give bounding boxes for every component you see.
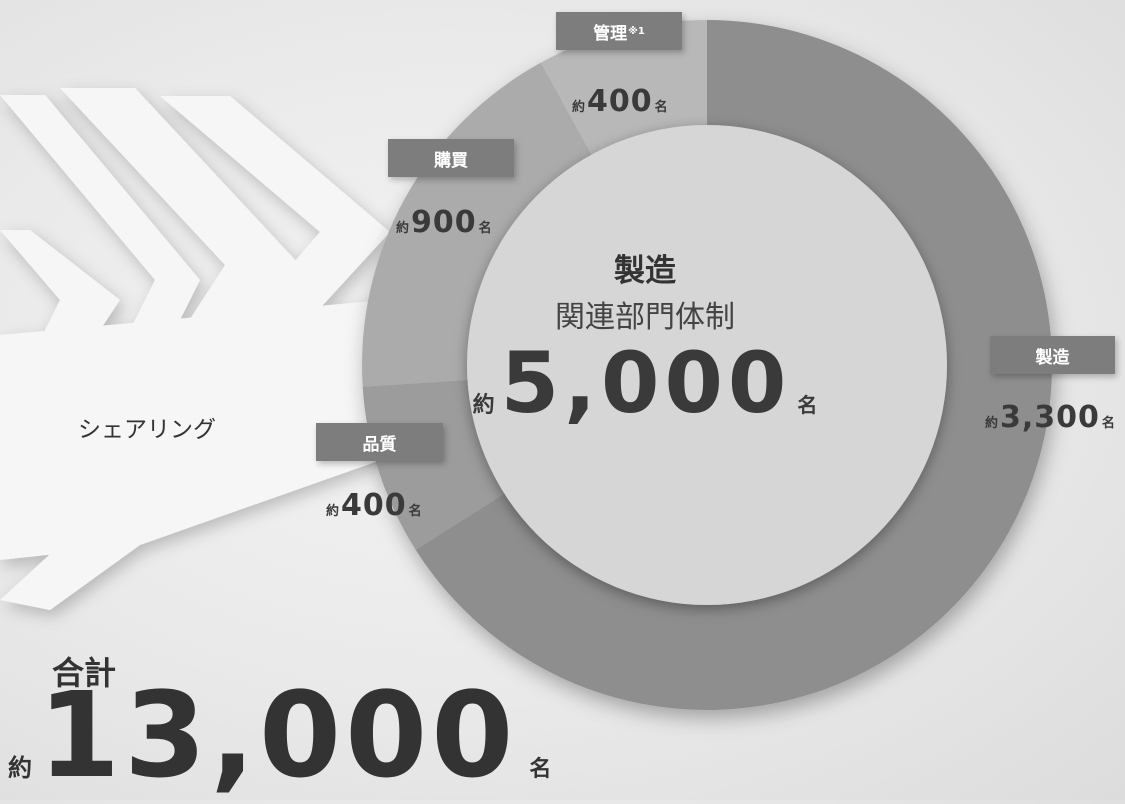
center-prefix: 約 bbox=[472, 393, 495, 418]
label-box-kobai: 購買 bbox=[388, 139, 514, 177]
sharing-label: シェアリング bbox=[78, 417, 216, 443]
count-value-seizo: 3,300 bbox=[1000, 400, 1100, 435]
count-value-kobai: 900 bbox=[411, 205, 477, 240]
label-box-hinshitsu: 品質 bbox=[316, 423, 443, 461]
total-count: 約 13,000 名 bbox=[8, 676, 551, 794]
total-value: 13,000 bbox=[38, 666, 518, 804]
total-title: 合計 bbox=[52, 654, 117, 692]
count-prefix: 約 bbox=[326, 504, 340, 519]
chevron-lower bbox=[0, 440, 140, 610]
count-unit: 名 bbox=[478, 221, 492, 236]
label-box-seizo: 製造 bbox=[990, 336, 1115, 374]
footnote-marker: ※1 bbox=[628, 25, 645, 37]
slice-label-seizo: 製造 bbox=[1035, 347, 1070, 368]
count-prefix: 約 bbox=[396, 221, 410, 236]
count-value-hinshitsu: 400 bbox=[341, 488, 407, 523]
center-title: 製造 bbox=[614, 253, 676, 289]
count-unit: 名 bbox=[408, 504, 422, 519]
center-value: 5,000 bbox=[500, 334, 792, 432]
count-unit: 名 bbox=[654, 100, 668, 115]
sharing-band bbox=[0, 300, 480, 560]
donut-inner-disc bbox=[467, 125, 947, 605]
total-prefix: 約 bbox=[8, 754, 32, 782]
label-box-kanri: 管理※1 bbox=[556, 12, 682, 50]
slice-label-kobai: 購買 bbox=[434, 150, 468, 171]
total-unit: 名 bbox=[529, 757, 552, 782]
count-value-kanri: 400 bbox=[587, 84, 653, 119]
center-total: 約 5,000 名 bbox=[473, 334, 818, 432]
slice-label-kanri: 管理 bbox=[593, 23, 628, 44]
count-prefix: 約 bbox=[572, 100, 586, 115]
donut-center-text: 製造 関連部門体制 約 5,000 名 bbox=[473, 245, 818, 432]
center-subtitle: 関連部門体制 bbox=[555, 300, 735, 335]
count-prefix: 約 bbox=[985, 416, 999, 431]
slice-label-hinshitsu: 品質 bbox=[362, 434, 397, 455]
center-unit: 名 bbox=[797, 393, 818, 417]
chevron-3 bbox=[160, 96, 390, 330]
count-unit: 名 bbox=[1101, 416, 1115, 431]
